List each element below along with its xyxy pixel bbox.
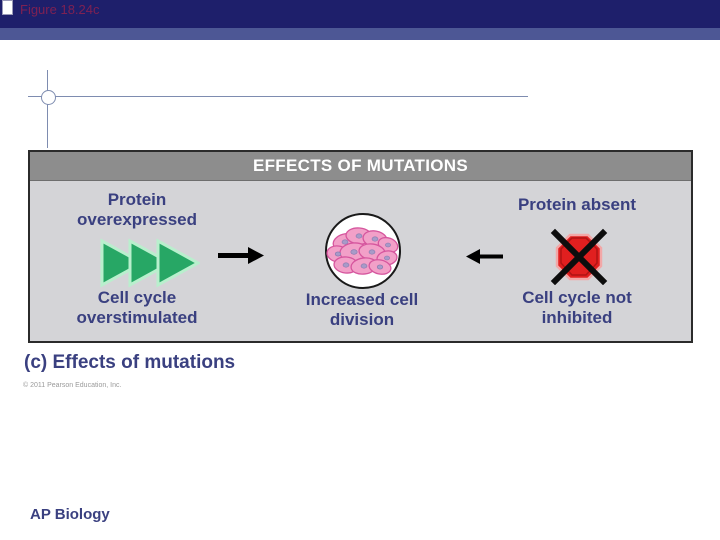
title-bar: Figure 18.24c <box>0 0 720 28</box>
label-protein-overexpressed: Protein overexpressed <box>76 190 198 229</box>
label-increased-cell-division: Increased cell division <box>305 290 419 329</box>
slide-caption: (c) Effects of mutations <box>24 352 236 373</box>
label-cell-cycle-overstimulated: Cell cycle overstimulated <box>76 288 198 327</box>
cell-cluster-image <box>325 213 401 289</box>
crosshair-vertical-line <box>47 70 48 148</box>
blocked-protein-icon <box>550 228 608 285</box>
crosshair-circle <box>41 90 56 105</box>
footer-ap-biology: AP Biology <box>30 506 110 523</box>
effects-panel: EFFECTS OF MUTATIONS Protein overexpress… <box>28 150 693 343</box>
crosshair-horizontal-line <box>28 96 528 97</box>
triple-green-arrow-icon <box>100 238 200 288</box>
copyright-note: © 2011 Pearson Education, Inc. <box>23 382 122 389</box>
label-cell-cycle-not-inhibited: Cell cycle not inhibited <box>522 288 632 327</box>
corner-box <box>2 0 13 15</box>
panel-title: EFFECTS OF MUTATIONS <box>30 152 691 181</box>
right-arrow-icon <box>218 247 264 264</box>
label-protein-absent: Protein absent <box>517 195 637 214</box>
figure-label: Figure 18.24c <box>20 2 100 17</box>
accent-strip <box>0 28 720 40</box>
left-arrow-icon <box>466 249 503 264</box>
